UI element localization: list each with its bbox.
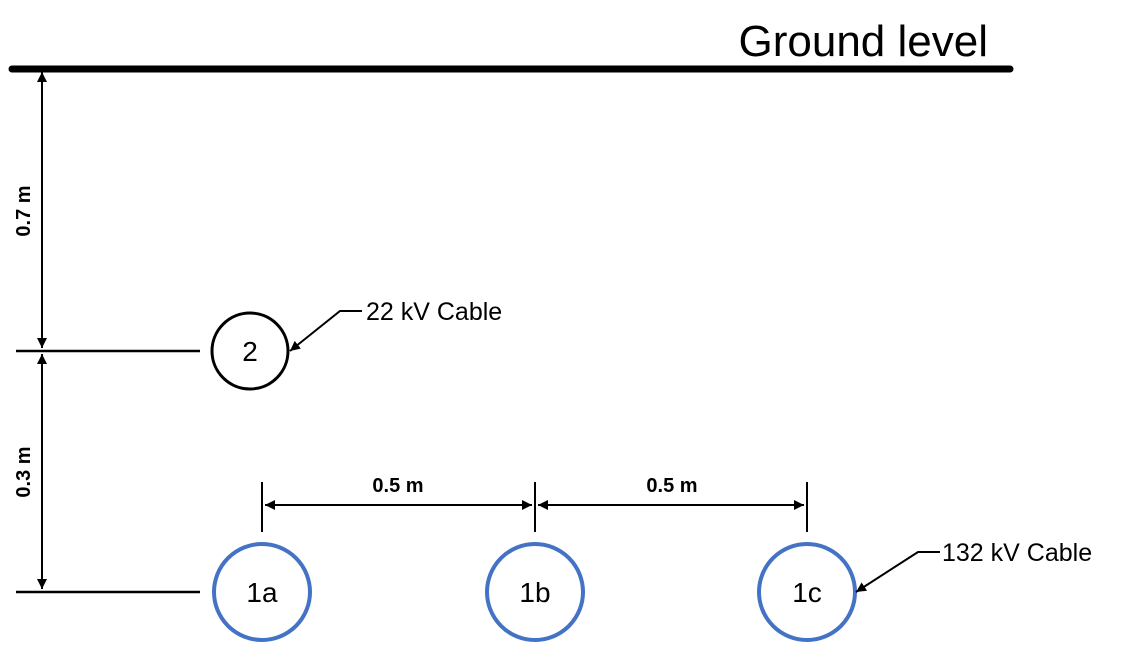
- cable-1b-label: 1b: [519, 577, 550, 608]
- spacing-right-label: 0.5 m: [646, 475, 697, 497]
- cable-2-label: 2: [242, 336, 258, 367]
- cable-2-circle: [210, 311, 290, 391]
- ground-label: Ground level: [739, 17, 988, 66]
- spacing-left-label: 0.5 m: [372, 475, 423, 497]
- cable-1c-label: 1c: [792, 577, 822, 608]
- depth-top-label: 0.7 m: [13, 185, 35, 236]
- depth-bottom-label: 0.3 m: [13, 446, 35, 497]
- cable-22kv-callout-label: 22 kV Cable: [366, 298, 502, 326]
- cable-1c-circle: [757, 542, 857, 642]
- cable-1b-circle: [485, 542, 585, 642]
- cable-22kv-callout-leader: [289, 310, 362, 352]
- cable-1a-label: 1a: [246, 577, 278, 608]
- cable-1a-circle: [212, 542, 312, 642]
- cable-132kv-callout-label: 132 kV Cable: [942, 539, 1092, 567]
- cable-132kv-callout-leader: [855, 551, 940, 593]
